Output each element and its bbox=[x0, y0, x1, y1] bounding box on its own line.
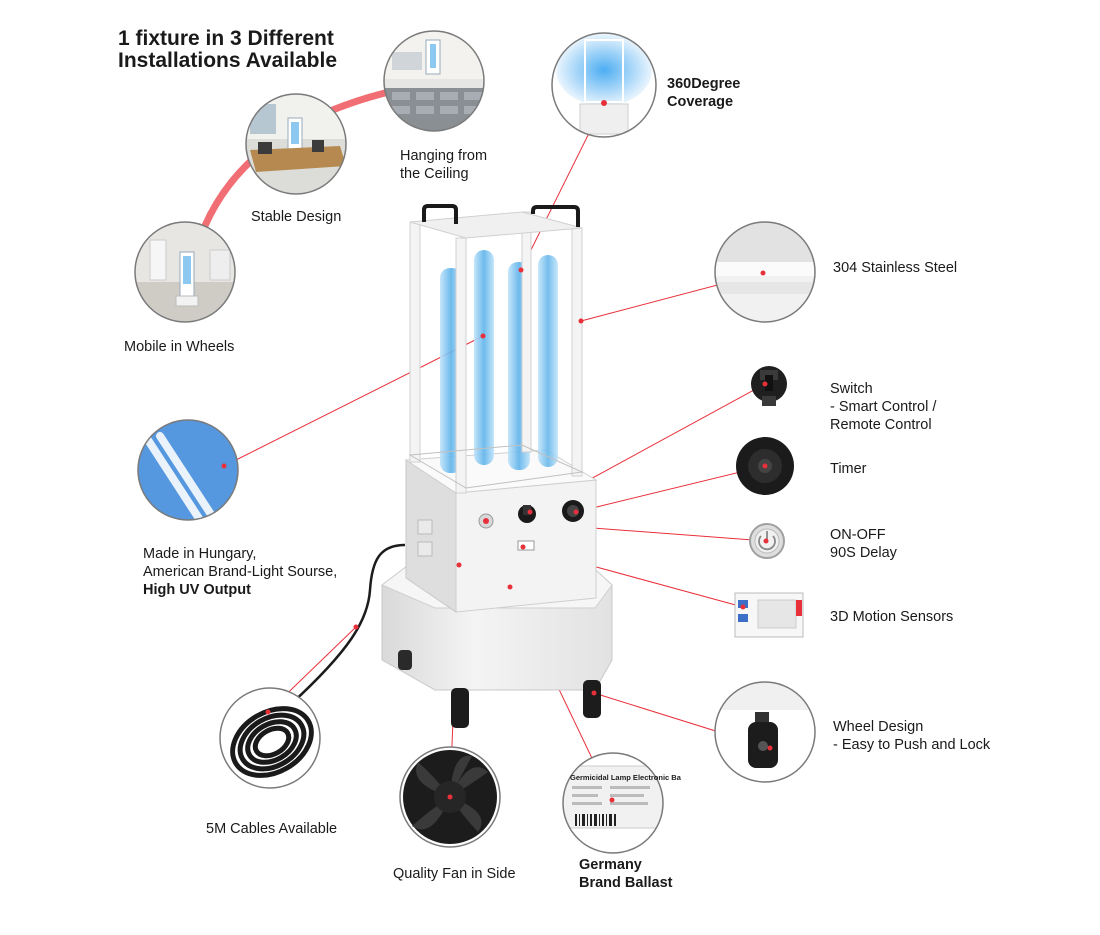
timer-label: Timer bbox=[830, 461, 867, 477]
switch-label: Switch - Smart Control / Remote Control bbox=[830, 380, 936, 434]
stable-label: Stable Design bbox=[251, 209, 342, 225]
onoff-label-line-2: 90S Delay bbox=[830, 545, 897, 561]
mobile-label: Mobile in Wheels bbox=[124, 339, 235, 355]
hanging-label-line-2: the Ceiling bbox=[400, 166, 469, 182]
ballast-label-line-1: Germany bbox=[579, 857, 642, 873]
switch-label-line-2: - Smart Control / bbox=[830, 399, 937, 415]
callout-dots bbox=[221, 100, 773, 803]
ballast-label-text: Germicidal Lamp Electronic Ba bbox=[570, 773, 682, 782]
page-title: 1 fixture in 3 Different Installations A… bbox=[118, 28, 337, 72]
hanging-label: Hanging from the Ceiling bbox=[400, 147, 487, 183]
wheel-label-line-1: Wheel Design bbox=[833, 719, 924, 735]
uv-lamp-cart bbox=[381, 204, 613, 728]
lamp-label-line-3: High UV Output bbox=[143, 582, 251, 598]
lamp-label-line-1: Made in Hungary, bbox=[143, 546, 257, 562]
lamp-label-line-2: American Brand-Light Sourse, bbox=[143, 564, 338, 580]
title-line-1: 1 fixture in 3 Different bbox=[118, 27, 334, 50]
hanging-label-line-1: Hanging from bbox=[400, 148, 488, 164]
motion-label: 3D Motion Sensors bbox=[830, 609, 954, 625]
coverage-label-line-2: Coverage bbox=[667, 94, 734, 110]
lamp-label: Made in Hungary, American Brand-Light So… bbox=[143, 545, 337, 599]
coverage-label: 360Degree Coverage bbox=[667, 75, 740, 111]
fan-label: Quality Fan in Side bbox=[393, 866, 516, 882]
fan-image bbox=[399, 746, 501, 848]
onoff-label-line-1: ON-OFF bbox=[830, 527, 886, 543]
switch-image bbox=[751, 366, 787, 406]
hanging-ceiling-image bbox=[383, 30, 485, 132]
wheel-label-line-2: - Easy to Push and Lock bbox=[833, 737, 991, 753]
title-line-2: Installations Available bbox=[118, 49, 338, 72]
onoff-label: ON-OFF 90S Delay bbox=[830, 526, 897, 562]
motion-sensor-image bbox=[734, 592, 804, 638]
wheel-label: Wheel Design - Easy to Push and Lock bbox=[833, 718, 990, 754]
cables-label: 5M Cables Available bbox=[206, 821, 338, 837]
mobile-wheels-image bbox=[134, 221, 236, 323]
wheel-design-image bbox=[714, 681, 816, 783]
coverage-image bbox=[551, 32, 657, 138]
quartz-lamp-image bbox=[137, 419, 239, 521]
steel-label: 304 Stainless Steel bbox=[833, 260, 958, 276]
switch-label-line-3: Remote Control bbox=[830, 417, 932, 433]
cables-image bbox=[219, 687, 321, 789]
switch-label-line-1: Switch bbox=[830, 381, 873, 397]
coverage-label-line-1: 360Degree bbox=[667, 76, 741, 92]
ballast-image bbox=[562, 752, 664, 854]
power-cable bbox=[289, 543, 406, 706]
ballast-label-line-2: Brand Ballast bbox=[579, 875, 673, 891]
stable-design-image bbox=[245, 93, 347, 195]
ballast-label: Germany Brand Ballast bbox=[579, 856, 672, 892]
